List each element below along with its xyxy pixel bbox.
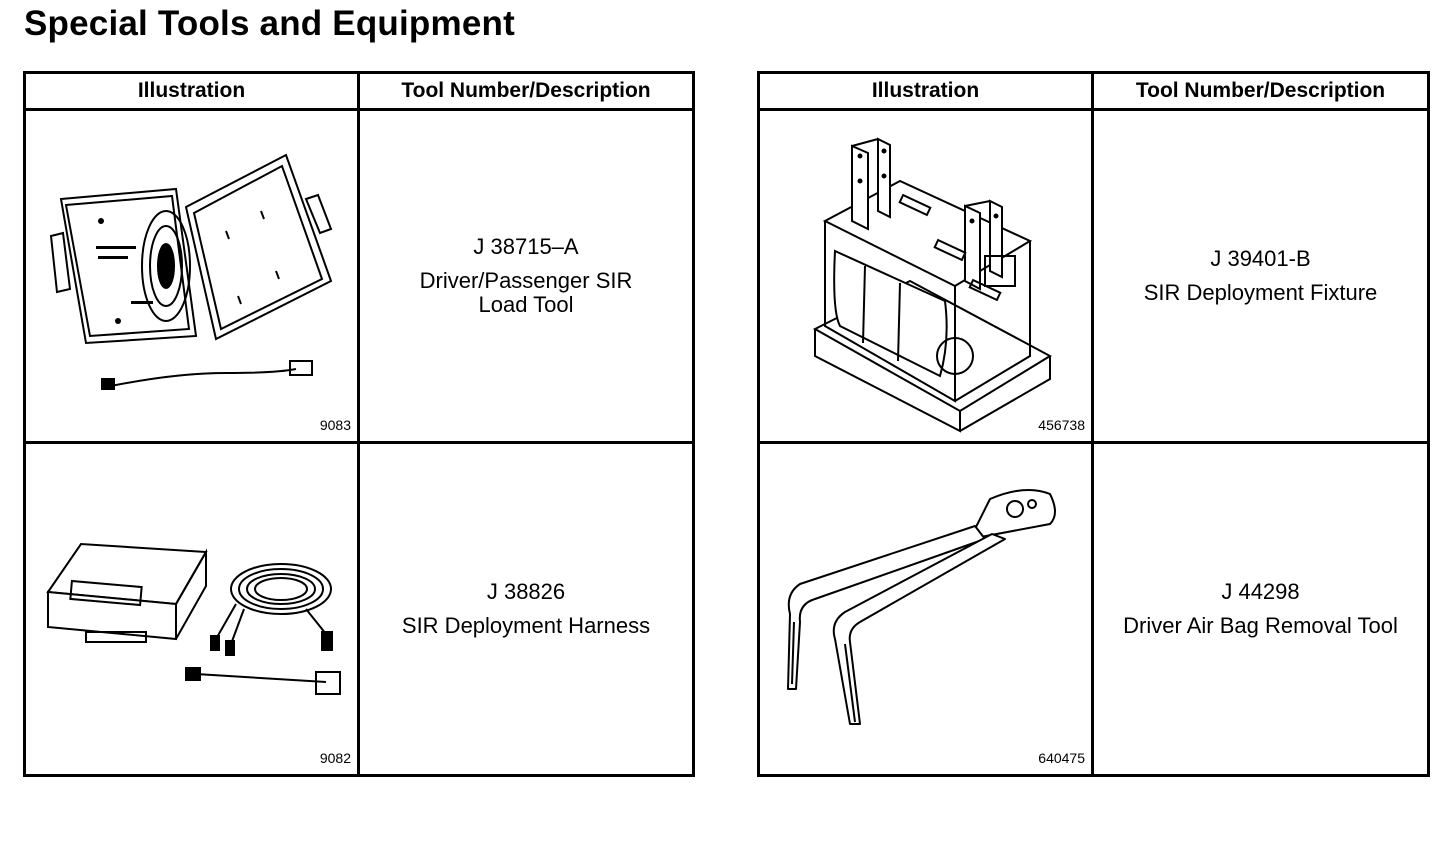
sir-load-tool-case-icon xyxy=(49,153,333,390)
deployment-harness-kit-icon xyxy=(46,542,341,695)
page-title: Special Tools and Equipment xyxy=(24,4,515,43)
illustration-cell: 9083 xyxy=(23,108,360,444)
air-bag-removal-tool-icon xyxy=(787,489,1056,725)
figure-number: 9082 xyxy=(319,750,351,766)
illustration-cell: 9082 xyxy=(23,441,360,777)
column-header-illustration: Illustration xyxy=(757,71,1094,111)
table-row: 640475 J 44298 Driver Air Bag Removal To… xyxy=(757,441,1430,777)
tools-table-left: Illustration Tool Number/Description xyxy=(23,71,695,777)
table-row: 9082 J 38826 SIR Deployment Harness xyxy=(23,441,695,777)
tool-description: SIR Deployment Harness xyxy=(401,613,651,638)
tools-table-right: Illustration Tool Number/Description xyxy=(757,71,1430,777)
illustration-cell: 456738 xyxy=(757,108,1094,444)
table-header-row: Illustration Tool Number/Description xyxy=(757,71,1430,111)
figure-number: 640475 xyxy=(1038,750,1085,766)
column-header-illustration: Illustration xyxy=(23,71,360,111)
tool-description: Driver/Passenger SIR Load Tool xyxy=(419,268,633,317)
column-header-description: Tool Number/Description xyxy=(1091,71,1430,111)
tool-number: J 44298 xyxy=(1221,579,1300,604)
deployment-fixture-icon xyxy=(812,137,1053,433)
tool-number: J 39401-B xyxy=(1210,246,1311,271)
table-header-row: Illustration Tool Number/Description xyxy=(23,71,695,111)
figure-number: 456738 xyxy=(1038,417,1085,433)
tool-description: SIR Deployment Fixture xyxy=(1143,280,1378,305)
figure-number: 9083 xyxy=(319,417,351,433)
illustration-cell: 640475 xyxy=(757,441,1094,777)
tool-number: J 38715–A xyxy=(473,234,579,259)
column-header-description: Tool Number/Description xyxy=(357,71,695,111)
tool-description: Driver Air Bag Removal Tool xyxy=(1123,613,1398,638)
tool-number: J 38826 xyxy=(486,579,566,604)
description-cell: J 38715–A Driver/Passenger SIR Load Tool xyxy=(357,108,695,444)
description-cell: J 44298 Driver Air Bag Removal Tool xyxy=(1091,441,1430,777)
table-row: 456738 J 39401-B SIR Deployment Fixture xyxy=(757,108,1430,444)
description-cell: J 38826 SIR Deployment Harness xyxy=(357,441,695,777)
table-row: 9083 J 38715–A Driver/Passenger SIR Load… xyxy=(23,108,695,444)
description-cell: J 39401-B SIR Deployment Fixture xyxy=(1091,108,1430,444)
